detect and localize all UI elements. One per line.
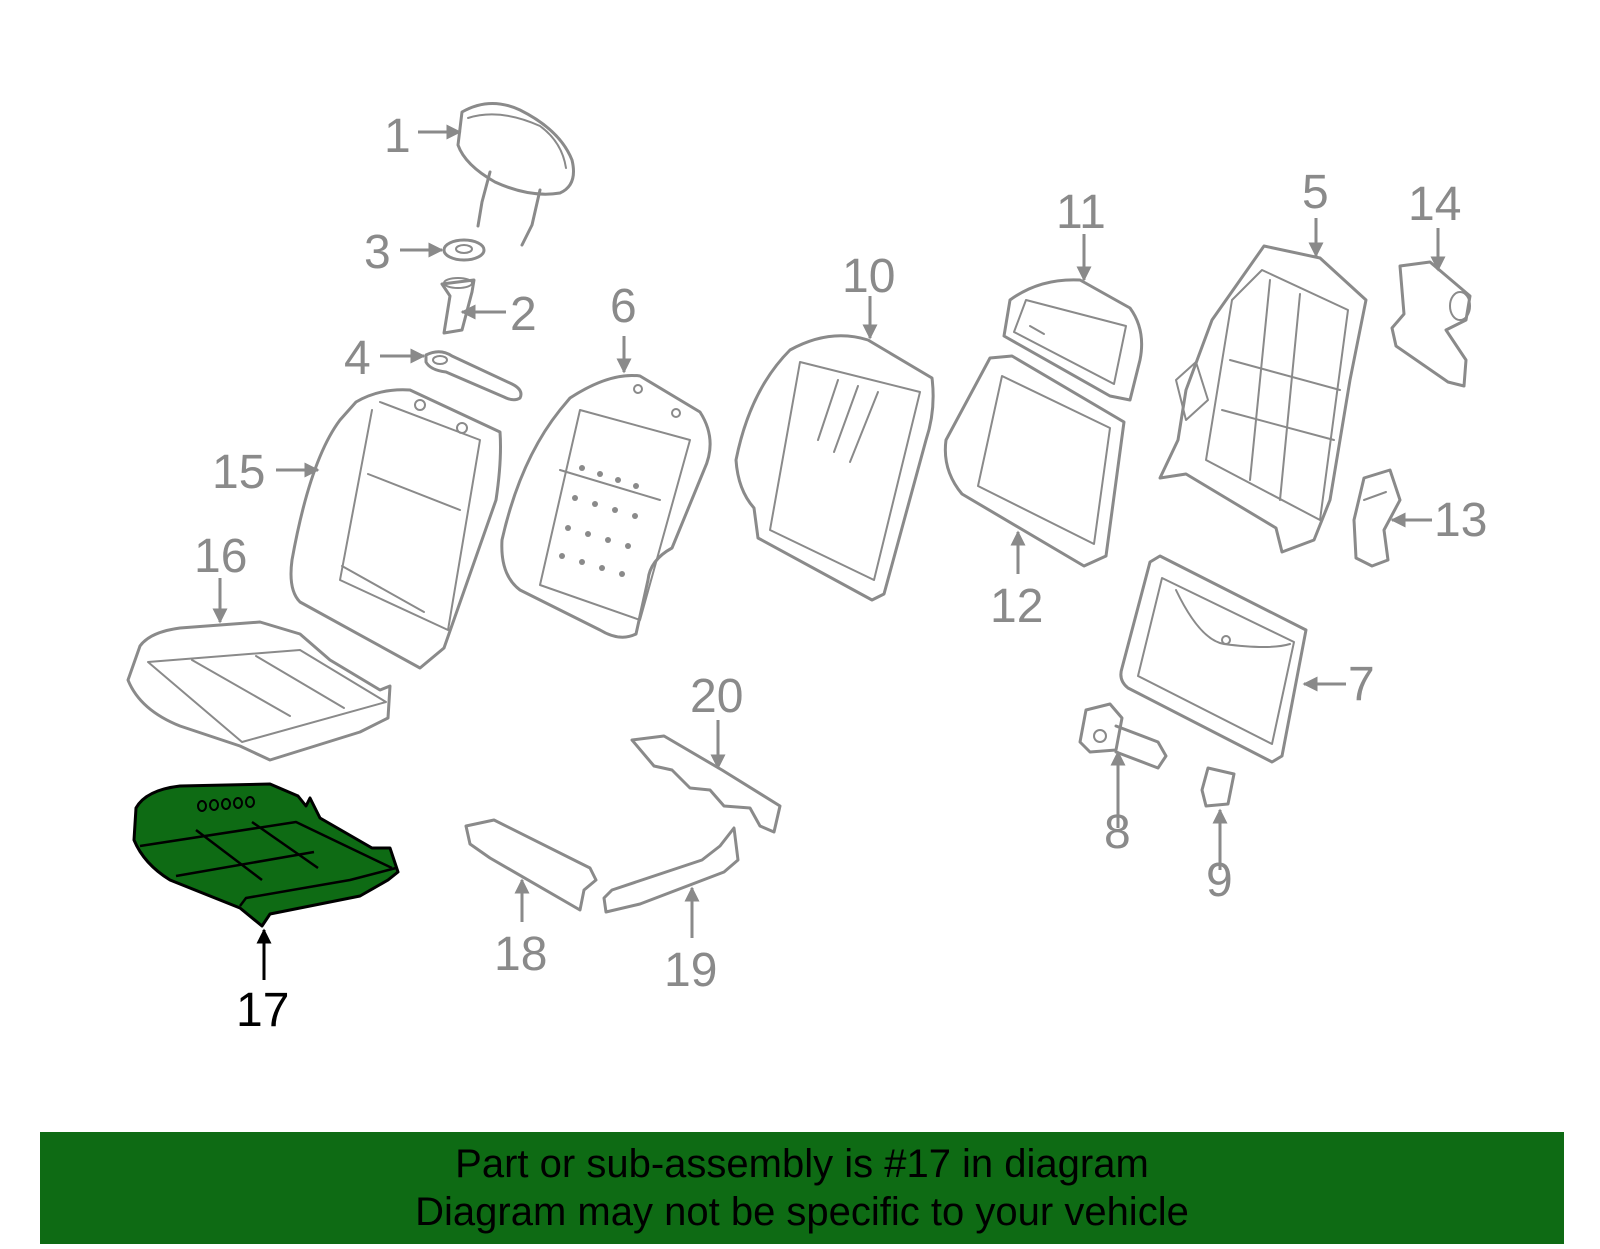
- part-8-actuator[interactable]: [1078, 702, 1168, 770]
- part-15-seatback-cover[interactable]: [289, 388, 502, 670]
- part-1-headrest[interactable]: [456, 102, 575, 247]
- callout-19: 19: [664, 944, 717, 997]
- part-5-seatback-frame[interactable]: [1158, 244, 1368, 554]
- part-14-bracket[interactable]: [1390, 260, 1472, 388]
- callout-1: 1: [384, 110, 411, 163]
- part-6-seatback-foam[interactable]: [500, 373, 712, 639]
- callout-12: 12: [990, 580, 1043, 633]
- callout-13: 13: [1434, 494, 1487, 547]
- callout-10: 10: [842, 250, 895, 303]
- callout-14: 14: [1408, 178, 1461, 231]
- part-16-cushion-cover[interactable]: [126, 620, 392, 762]
- part-17-seat-cushion[interactable]: [132, 782, 400, 928]
- callout-16: 16: [194, 530, 247, 583]
- info-banner: Part or sub-assembly is #17 in diagram D…: [40, 1132, 1564, 1244]
- callout-11: 11: [1056, 186, 1106, 239]
- part-18-trim[interactable]: [464, 818, 598, 912]
- part-10-seatback-pad[interactable]: [734, 334, 935, 602]
- banner-line-2: Diagram may not be specific to your vehi…: [415, 1190, 1189, 1234]
- callout-15: 15: [212, 446, 265, 499]
- part-13-latch[interactable]: [1352, 468, 1402, 568]
- callout-9: 9: [1206, 854, 1233, 907]
- callout-numbers: 1 2 3 4 5 6 7 8 9 10 11 12 13 14 15 16 1…: [194, 110, 1487, 1037]
- callout-17: 17: [236, 984, 289, 1037]
- part-11-back-panel-upper[interactable]: [1002, 278, 1144, 402]
- callout-4: 4: [344, 332, 371, 385]
- part-2-guide[interactable]: [440, 277, 476, 335]
- callout-18: 18: [494, 928, 547, 981]
- callout-7: 7: [1348, 658, 1375, 711]
- banner-line-1: Part or sub-assembly is #17 in diagram: [455, 1142, 1149, 1186]
- leader-lines: [212, 124, 1446, 980]
- callout-5: 5: [1302, 166, 1329, 219]
- callout-8: 8: [1104, 806, 1131, 859]
- part-3-grommet[interactable]: [442, 238, 486, 262]
- part-12-back-panel[interactable]: [943, 354, 1126, 568]
- callout-2: 2: [510, 288, 537, 341]
- part-4-bracket[interactable]: [424, 350, 523, 402]
- part-19-trim[interactable]: [602, 826, 740, 914]
- part-20-trim[interactable]: [630, 734, 782, 834]
- part-9-clip[interactable]: [1200, 766, 1236, 808]
- part-7-back-board[interactable]: [1119, 554, 1308, 764]
- callout-6: 6: [610, 280, 637, 333]
- callout-3: 3: [364, 226, 391, 279]
- callout-20: 20: [690, 670, 743, 723]
